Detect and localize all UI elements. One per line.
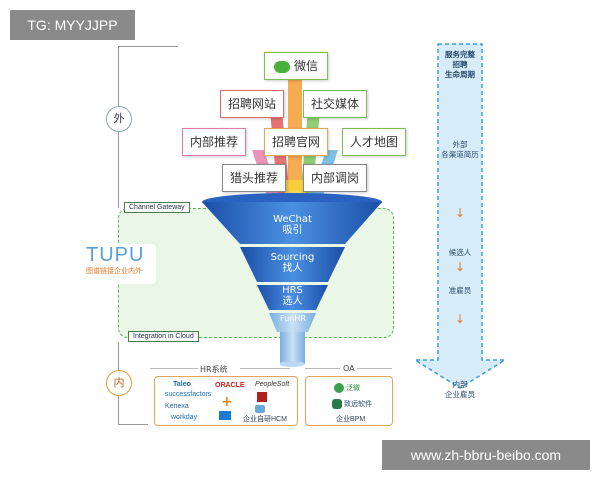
- funnel-label-1-en: WeChat: [273, 214, 312, 225]
- seeyon-icon: [332, 399, 342, 409]
- oa-line-left: [305, 368, 340, 369]
- funnel-label-2-en: Sourcing: [270, 252, 315, 263]
- tupu-logo: TUPU 图谱链接企业内外: [86, 244, 156, 284]
- channel-talent-map: 人才地图: [342, 128, 406, 156]
- funnel-label-1: WeChat 吸引: [230, 214, 355, 236]
- inner-label: 内: [106, 370, 132, 396]
- hrs-kenexa: Kenexa: [165, 403, 189, 410]
- funnel-label-1-cn: 吸引: [282, 225, 303, 236]
- channel-headhunter: 猎头推荐: [222, 164, 286, 192]
- lifecycle-arrow: [412, 43, 508, 389]
- watermark-top: TG: MYYJJPP: [10, 10, 135, 40]
- hrs-line-right: [240, 368, 290, 369]
- channel-internal-transfer: 内部调岗: [303, 164, 367, 192]
- top-bracket-line: [118, 46, 178, 47]
- lifecycle-title: 服务完整 招聘 生命周期: [445, 50, 475, 79]
- stage-candidate: 候选人: [448, 248, 472, 257]
- funnel-label-3: HRS 选人: [255, 285, 330, 307]
- channel-social-media: 社交媒体: [303, 90, 367, 118]
- channel-gateway-tag: Channel Gateway: [124, 202, 190, 213]
- channel-official-site: 招聘官网: [264, 128, 328, 156]
- integration-cloud-tag: Integration in Cloud: [128, 331, 199, 342]
- funnel-label-2: Sourcing 找人: [240, 252, 345, 274]
- funnel-label-3-cn: 选人: [282, 296, 303, 307]
- wechat-icon: [273, 60, 290, 73]
- oa-line-right: [357, 368, 392, 369]
- hrs-box: Taleo successfactors ORACLE PeopleSoft +…: [154, 376, 298, 426]
- funnel-label-3-en: HRS: [282, 285, 303, 296]
- h-brand-icon: [257, 392, 267, 402]
- bottom-bracket-line: [118, 424, 148, 425]
- funnel-layer-4: [269, 313, 316, 332]
- oa-weaver: 泛微: [346, 385, 360, 392]
- gear-icon: [255, 405, 265, 413]
- plus-icon: +: [221, 394, 233, 410]
- hrs-peoplesoft: PeopleSoft: [255, 381, 290, 388]
- recruit-funnel: [202, 193, 382, 367]
- tupu-logo-text: TUPU: [86, 244, 145, 266]
- channel-wechat-label: 微信: [293, 59, 318, 73]
- funnel-layer-1: [202, 202, 382, 244]
- channel-recruit-site: 招聘网站: [220, 90, 284, 118]
- funnel-label-2-cn: 找人: [282, 263, 303, 274]
- stage-pre-employee: 准雇员: [448, 286, 472, 295]
- arrow-1: ↓: [454, 206, 466, 220]
- funnel-layer-2: [240, 247, 345, 282]
- outer-label: 外: [106, 106, 132, 132]
- hrs-taleo: Taleo: [173, 381, 191, 388]
- arrow-3: ↓: [454, 312, 466, 326]
- oa-seeyon: 致远软件: [344, 401, 372, 408]
- channel-referral: 内部推荐: [182, 128, 246, 156]
- hrs-line-left: [150, 368, 198, 369]
- oa-custom-bpm: 企业BPM: [336, 416, 366, 423]
- hrs-custom-hcm: 企业自研HCM: [243, 416, 287, 423]
- hrs-workday: workday: [171, 414, 198, 421]
- hrs-title: HR系统: [200, 365, 228, 374]
- channel-wechat: 微信: [264, 52, 328, 80]
- tupu-logo-subtitle: 图谱链接企业内外: [86, 267, 142, 275]
- hrs-oracle: ORACLE: [215, 382, 245, 389]
- stage-internal: 内部 企业雇员: [445, 380, 475, 399]
- funnel-spout: [280, 332, 305, 364]
- arrow-2: ↓: [454, 260, 466, 274]
- sap-icon: [219, 411, 231, 420]
- oa-box: 泛微 致远软件 企业BPM: [305, 376, 393, 426]
- watermark-bottom: www.zh-bbru-beibo.com: [382, 440, 590, 470]
- funnel-layer-3: [257, 285, 328, 310]
- weaver-icon: [334, 383, 344, 393]
- funnel-label-4: FunHR: [280, 314, 306, 323]
- stage-external: 外部 各渠道简历: [441, 140, 479, 159]
- oa-title: OA: [343, 364, 355, 373]
- hrs-successfactors: successfactors: [165, 391, 212, 398]
